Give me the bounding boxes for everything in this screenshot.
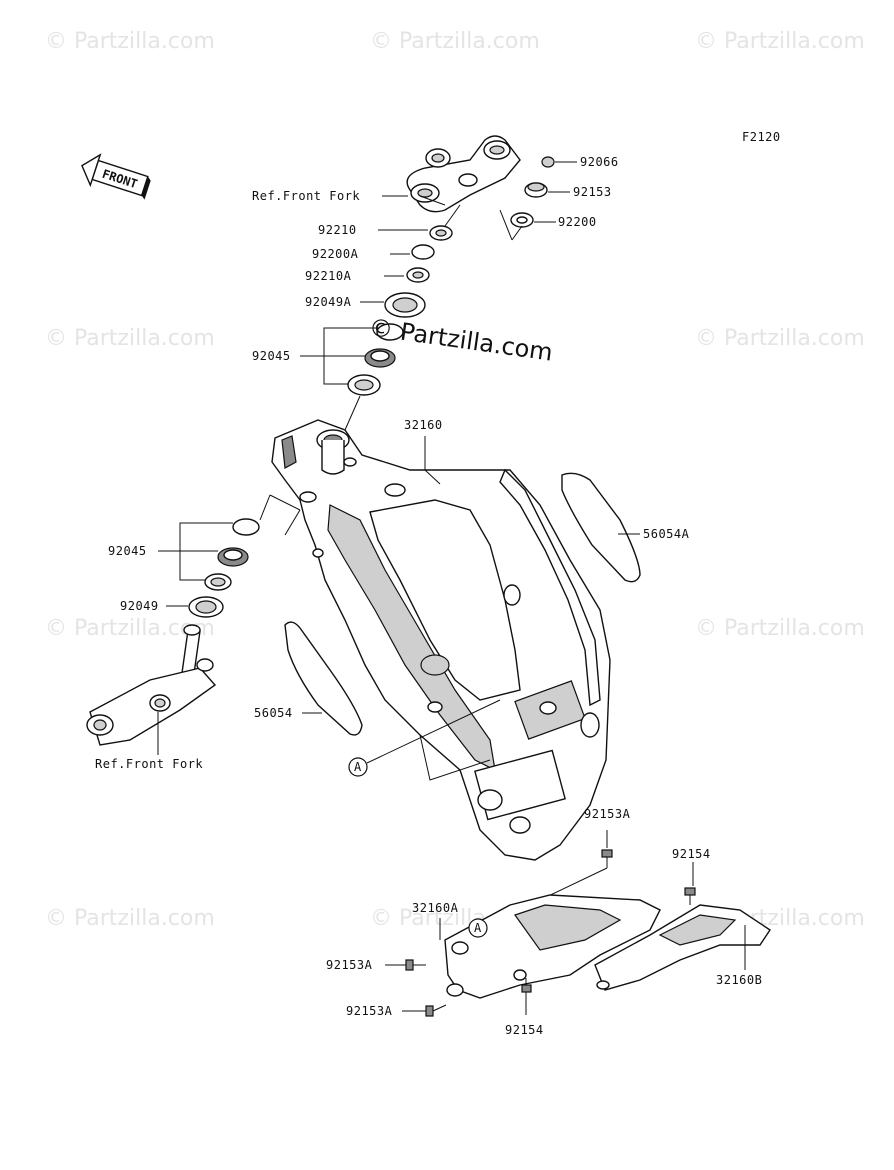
- callout-a-marker-rear: [468, 918, 488, 938]
- watermark-text: © Partzilla.com: [695, 616, 865, 641]
- label-92045-lower: 92045: [108, 544, 147, 558]
- label-92066: 92066: [580, 155, 619, 169]
- subframe-32160B: [594, 904, 771, 991]
- lower-triple-clamp: [86, 624, 217, 746]
- watermark-text: © Partzilla.com: [695, 29, 865, 54]
- part-92153-shape: [524, 182, 548, 198]
- upper-triple-clamp: [406, 135, 521, 213]
- watermark-text: © Partzilla.com: [45, 326, 215, 351]
- bolt-92154-top-shape: [684, 887, 696, 905]
- part-92200-shape: [510, 212, 534, 228]
- label-92153A-top: 92153A: [584, 807, 631, 821]
- label-56054: 56054: [254, 706, 293, 720]
- part-92210A-shape: [406, 267, 430, 283]
- label-32160B: 32160B: [716, 973, 762, 987]
- diagram-code: F2120: [742, 130, 781, 144]
- watermark-text: © Partzilla.com: [695, 326, 865, 351]
- label-92154-top: 92154: [672, 847, 711, 861]
- label-92045-upper: 92045: [252, 349, 291, 363]
- part-92049A-shape: [384, 292, 426, 318]
- subframe-32160A: [444, 894, 661, 999]
- callout-a-letter-rear: A: [474, 921, 482, 935]
- label-92153A-bot: 92153A: [346, 1004, 393, 1018]
- part-92045-upper-shape: [347, 323, 404, 396]
- label-92154-bot: 92154: [505, 1023, 544, 1037]
- ref-front-fork-upper: Ref.Front Fork: [252, 189, 360, 203]
- watermark-text: © Partzilla.com: [370, 29, 540, 54]
- ref-front-fork-lower: Ref.Front Fork: [95, 757, 203, 771]
- label-32160: 32160: [404, 418, 443, 432]
- part-92200A-shape: [411, 244, 435, 260]
- part-56054-shape: [284, 621, 363, 736]
- bolt-92153A-bot-shape: [425, 1004, 447, 1017]
- label-32160A: 32160A: [412, 901, 459, 915]
- label-56054A: 56054A: [643, 527, 690, 541]
- part-92045-lower-shape: [204, 518, 260, 591]
- label-92210: 92210: [318, 223, 357, 237]
- watermark-text: © Partzilla.com: [45, 906, 215, 931]
- callout-a-letter: A: [354, 760, 362, 774]
- callout-a-marker: [348, 757, 368, 777]
- label-92049A: 92049A: [305, 295, 352, 309]
- label-92153A-mid: 92153A: [326, 958, 373, 972]
- part-56054A-shape: [561, 472, 641, 583]
- label-92049: 92049: [120, 599, 159, 613]
- part-92066-shape: [541, 156, 555, 168]
- front-arrow-icon: FRONT: [81, 153, 151, 200]
- label-92210A: 92210A: [305, 269, 352, 283]
- label-92200A: 92200A: [312, 247, 359, 261]
- main-frame-32160: [271, 419, 611, 861]
- part-92210-shape: [429, 225, 453, 241]
- part-92049-shape: [188, 596, 224, 618]
- watermark-text: © Partzilla.com: [45, 29, 215, 54]
- label-92200: 92200: [558, 215, 597, 229]
- bolt-92153A-top-shape: [601, 849, 613, 868]
- label-92153: 92153: [573, 185, 612, 199]
- bolt-92153A-mid-shape: [405, 959, 426, 971]
